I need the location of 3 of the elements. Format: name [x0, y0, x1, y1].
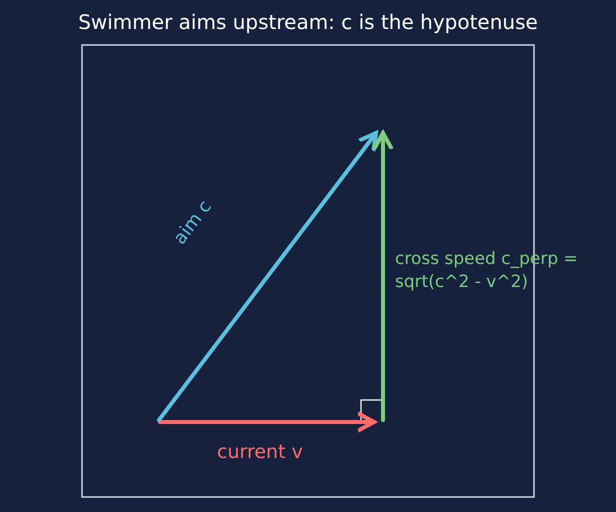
vector-label: current v [217, 441, 303, 463]
vector-label: aim c [169, 196, 216, 248]
chart-title: Swimmer aims upstream: c is the hypotenuse [77, 10, 539, 34]
